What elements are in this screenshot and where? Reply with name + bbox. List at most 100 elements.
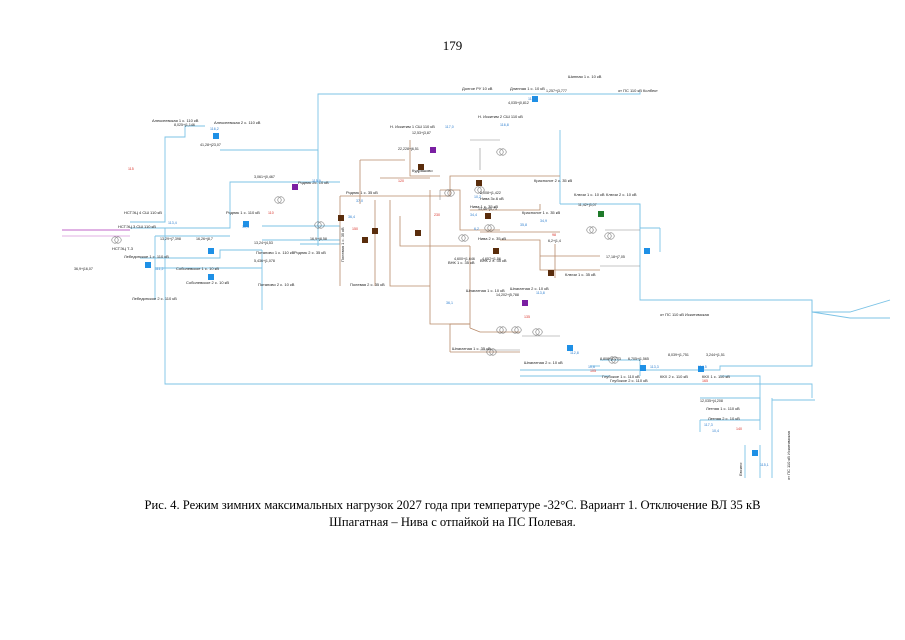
transformer-12-b (611, 356, 619, 364)
page-number: 179 (442, 38, 463, 53)
transformer-11-a (511, 326, 519, 334)
loading-r9: 165 (702, 379, 708, 383)
line-110kv-19 (639, 204, 660, 229)
label-glubokoe-1: Глубокое 1 с. 110 кВ (602, 374, 640, 379)
flow-f6: 12,53+j3,87 (412, 131, 431, 135)
transformer-7-a (458, 234, 466, 242)
label-kudrakovo: Кудряшово (412, 168, 433, 173)
label-polevaya-1: Полевая 1 с. 35 кВ (340, 227, 345, 262)
substation-node-5 (145, 262, 151, 268)
flow-f17: 6,705+j1,565 (628, 357, 649, 361)
substation-node-22 (698, 366, 704, 372)
substation-node-17 (598, 211, 604, 217)
flow-f16: 8,808+j1,773 (600, 357, 621, 361)
flow-f23: 16,26+j8,7 (196, 237, 213, 241)
transformer-3-b (447, 189, 455, 197)
label-ps-110-iskitimskaya-2: от ПС 110 кВ Искитимская (786, 431, 791, 480)
line-110kv-26 (760, 300, 813, 367)
substation-node-19 (522, 300, 528, 306)
flow-f22: 13,29+j7,398 (160, 237, 181, 241)
flow-f13: 11,42+j3,07 (578, 203, 597, 207)
voltage-v6: 37,0 (356, 199, 363, 203)
label-shpagatnaya-1: Шпагатная 1 с. 10 кВ (466, 288, 505, 293)
label-krasnolit-2: Краснолит 2 с. 35 кВ (534, 178, 573, 183)
transformer-10-b (499, 326, 507, 334)
flow-f25: 16,9+j8,58 (310, 237, 327, 241)
transformer-13-a (486, 348, 494, 356)
voltage-v7: 36,4 (348, 215, 355, 219)
label-dolgoe-ru: Долгое РУ 10 кВ (462, 86, 493, 91)
line-110kv-6 (130, 214, 166, 223)
substation-node-2 (243, 221, 249, 227)
flow-f11: 4,600+j1,646 (454, 257, 475, 261)
label-rodnik-2c-35: Родник 2 с. 35 кВ (294, 250, 326, 255)
label-letnaya-2: Летняя 2 с. 10 кВ (708, 416, 740, 421)
label-krasnolit-1: Краснолит 1 с. 35 кВ (522, 210, 561, 215)
line-110kv-28 (700, 397, 761, 430)
label-shpagatnaya-35: Шпагатная 1 с. 35 кВ (452, 346, 491, 351)
flow-f21: 36,9+j16,07 (74, 267, 93, 271)
substation-node-20 (567, 345, 573, 351)
voltage-v19: 10,6 (588, 365, 595, 369)
label-shpagatnaya-2: Шпагатная 2 с. 10 кВ (510, 286, 549, 291)
voltage-v16: 36,1 (446, 301, 453, 305)
flow-f20: 12,035+j4,208 (700, 399, 723, 403)
line-35kv-11 (449, 323, 470, 352)
label-sobolev-1: Соболевское 1 с. 10 кВ (176, 266, 219, 271)
transformer-14-b (535, 328, 543, 336)
voltage-v18: 112,8 (570, 351, 579, 355)
substation-node-8 (418, 164, 424, 170)
flow-f7: 22,228+j6,51 (398, 147, 419, 151)
substation-node-14 (485, 213, 491, 219)
transformer-8-b (589, 226, 597, 234)
flow-f19: 3,244+j1,51 (706, 353, 725, 357)
line-110kv-23 (811, 311, 890, 319)
label-shinnaya-1-ks: Шинная 1 с. 10 кВ (568, 74, 602, 79)
flow-f12: 6,2+j1,4 (548, 239, 561, 243)
label-kkh-1: ККХ 1 с. 110 кВ (702, 374, 730, 379)
flow-f8: 2,008+j1,422 (480, 191, 501, 195)
transformer-14-a (532, 328, 540, 336)
loading-r5: 230 (434, 213, 440, 217)
label-n-iskitim-2: Н. Искитим 2 СШ 110 кВ (478, 114, 523, 119)
flow-f1: 1,257+j3,777 (546, 89, 567, 93)
line-35kv-3 (389, 200, 430, 287)
voltage-v24: 115,1 (760, 463, 769, 467)
transformer-7-b (461, 234, 469, 242)
flow-f2: 4,035+j0,812 (508, 101, 529, 105)
loading-r6: 135 (524, 315, 530, 319)
label-potapovo-1: Потапово 1 с. 110 кВ (256, 250, 295, 255)
transformer-2-b (317, 221, 325, 229)
flow-f4: 41,28+j23,07 (200, 143, 221, 147)
transformer-10-a (496, 326, 504, 334)
transformer-8-a (586, 226, 594, 234)
line-110kv-4 (164, 125, 205, 150)
transformer-4-b (477, 186, 485, 194)
line-110kv-24 (520, 365, 760, 371)
transformer-9-b (607, 232, 615, 240)
label-rodnik-1: Родник 1 с. 110 кВ (226, 210, 260, 215)
transformer-1-a (274, 196, 282, 204)
label-nstsh-4: НСТЭЦ 4 СШ 110 кВ (124, 210, 162, 215)
voltage-v8: 117,0 (445, 125, 454, 129)
caption-line-2: Шпагатная – Нива с отпайкой на ПС Полева… (329, 515, 576, 529)
flow-f10: 4,657+j1,56 (482, 257, 501, 261)
loading-r4: 120 (398, 179, 404, 183)
line-110kv-11 (140, 249, 262, 259)
transformer-5-a (496, 148, 504, 156)
line-110kv-7 (130, 181, 300, 229)
label-nstsh-t3: НСТЭЦ Т-3 (112, 246, 134, 251)
label-niva-3: Нива 3с.6 кВ (480, 196, 504, 201)
flow-f18: 8,039+j1,751 (668, 353, 689, 357)
voltage-v2: 116,2 (210, 127, 219, 131)
label-n-iskitim-1: Н. Искитим 1 СШ 110 кВ (390, 124, 435, 129)
transformer-2-a (314, 221, 322, 229)
line-35kv-4 (399, 216, 470, 247)
voltage-v1: 115,5 (528, 97, 537, 101)
transformer-5-b (499, 148, 507, 156)
substation-node-23 (752, 450, 758, 456)
voltage-v5: 111,2 (155, 267, 163, 271)
label-niva-1: Нива 1 с. 35 кВ (470, 204, 498, 209)
substation-node-13 (415, 230, 421, 236)
substation-node-21 (640, 365, 646, 371)
